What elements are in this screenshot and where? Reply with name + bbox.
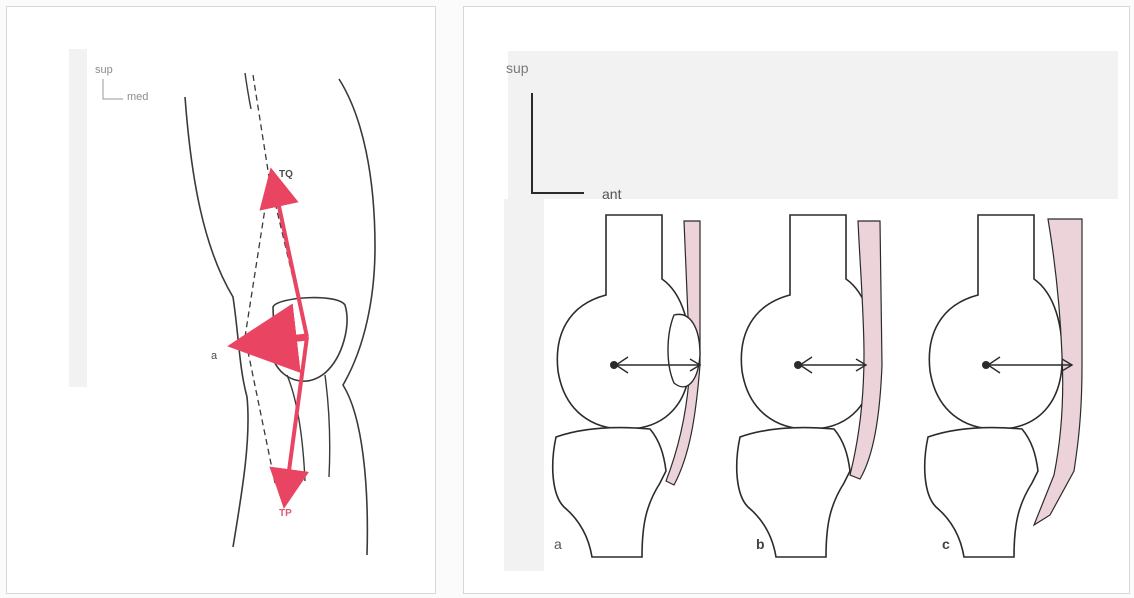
knee-panel-b — [737, 215, 882, 557]
panel-label-c: c — [942, 537, 950, 551]
tibia-outline — [737, 427, 850, 557]
left-figure-panel: sup med TQ TP a — [6, 6, 436, 594]
knee-frontal-view-diagram — [7, 7, 437, 595]
force-label-tp: TP — [279, 509, 292, 519]
femur-outline — [741, 215, 874, 429]
resultant-force-arrow — [255, 337, 307, 343]
panel-label-a: a — [554, 537, 562, 551]
resultant-label: a — [211, 351, 217, 362]
knee-panel-c — [925, 215, 1082, 557]
leg-outline-left — [185, 97, 248, 547]
panel-label-b: b — [756, 537, 765, 551]
tibia-outline — [553, 427, 666, 557]
background-block-bottom — [504, 199, 544, 571]
right-figure-panel: sup ant a b c — [463, 6, 1130, 594]
quadriceps-force-arrow — [274, 183, 307, 337]
knee-sagittal-view-diagram — [464, 7, 1131, 595]
force-label-tq: TQ — [279, 170, 293, 180]
orientation-axes-icon — [103, 79, 123, 99]
femur-outline — [929, 215, 1062, 429]
leg-outline-right — [339, 79, 375, 555]
background-block-top — [508, 51, 1118, 199]
orientation-superior-label: sup — [506, 61, 529, 75]
patellar-tendon-line — [245, 183, 275, 483]
orientation-superior-label: sup — [95, 65, 113, 76]
knee-panel-a — [553, 215, 700, 557]
background-block — [69, 49, 87, 387]
orientation-anterior-label: ant — [602, 187, 621, 201]
femur-outline — [557, 215, 690, 429]
orientation-medial-label: med — [127, 92, 148, 103]
leg-outline-inner — [245, 73, 251, 109]
